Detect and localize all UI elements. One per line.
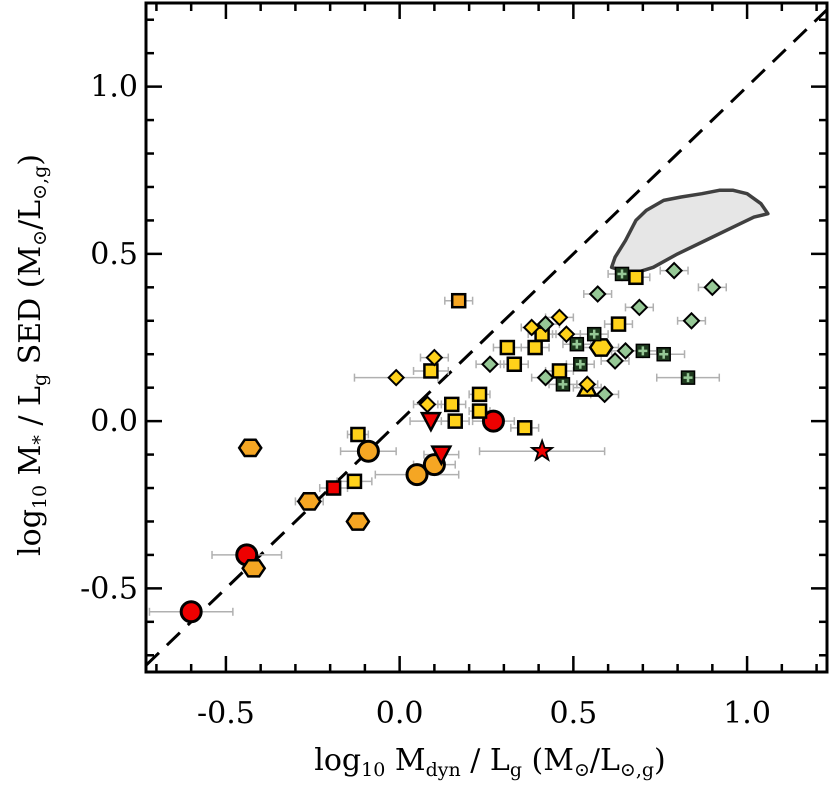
y-axis-label: log10 M* / Lg SED (M⊙/L⊙,g) — [13, 154, 51, 556]
data-point-square — [325, 480, 342, 496]
data-point-diamond — [616, 341, 635, 360]
data-point-circle — [481, 409, 505, 433]
data-point-plus-square — [573, 357, 588, 372]
data-point-diamond — [588, 285, 607, 303]
data-point-plus-square — [656, 346, 671, 362]
shaded-region — [609, 188, 770, 276]
data-point-diamond — [418, 395, 437, 414]
data-point-diamond — [536, 315, 555, 334]
data-point-diamond — [682, 311, 701, 330]
data-point-plus-square — [555, 377, 571, 392]
data-point-square — [499, 339, 516, 356]
data-point-diamond — [595, 385, 614, 404]
data-point-plus-square — [635, 343, 651, 359]
data-point-plus-square — [586, 326, 602, 342]
data-point-square — [444, 396, 460, 413]
data-point-hexagon — [241, 558, 267, 578]
x-tick-label: 0.5 — [550, 696, 598, 731]
data-point-diamond — [536, 368, 555, 387]
data-point-square — [350, 426, 366, 443]
y-tick-label: 1.0 — [90, 70, 138, 105]
data-point-square — [551, 363, 568, 379]
data-point-diamond — [578, 375, 597, 394]
data-point-square — [471, 403, 488, 419]
data-point-circle — [405, 463, 429, 487]
data-point-square — [506, 356, 523, 373]
data-point-hexagon — [237, 438, 263, 458]
data-point-diamond — [387, 368, 406, 387]
x-tick-label: 0.0 — [376, 696, 424, 731]
x-axis-label: log10 Mdyn / Lg (M⊙/L⊙,g) — [314, 743, 666, 781]
data-point-circle — [179, 600, 203, 624]
y-tick-label: -0.5 — [80, 571, 138, 606]
data-point-square — [450, 292, 467, 309]
data-point-diamond — [550, 308, 569, 327]
data-point-hexagon — [296, 492, 322, 511]
data-point-square — [516, 420, 533, 436]
x-tick-label: 1.0 — [723, 696, 771, 731]
plot-frame — [144, 1, 829, 674]
x-tick-label: -0.5 — [197, 696, 255, 731]
data-point-diamond — [481, 355, 499, 374]
data-point-diamond — [425, 348, 444, 367]
y-tick-label: 0.0 — [90, 404, 138, 439]
data-point-hexagon — [345, 512, 371, 531]
data-point-square — [471, 386, 488, 403]
data-point-circle — [356, 439, 380, 463]
data-point-star — [529, 437, 555, 462]
data-point-square — [447, 413, 463, 429]
data-point-diamond — [665, 261, 684, 280]
data-point-triangle-down — [430, 445, 453, 467]
data-point-diamond — [630, 298, 649, 317]
data-point-triangle-down — [419, 411, 442, 433]
y-tick-label: 0.5 — [90, 237, 138, 272]
data-point-hexagon — [588, 338, 614, 357]
data-point-diamond — [606, 352, 624, 370]
data-point-plus-square — [569, 336, 585, 352]
data-point-square — [346, 473, 363, 490]
data-point-square — [610, 316, 627, 332]
data-point-plus-square — [680, 370, 696, 385]
data-point-diamond — [522, 318, 541, 337]
data-point-square — [423, 363, 439, 379]
one-to-one-line — [146, 8, 827, 667]
data-point-plus-square — [614, 266, 630, 282]
data-point-square — [527, 339, 543, 356]
data-point-square — [628, 269, 644, 286]
data-point-diamond — [703, 278, 722, 297]
